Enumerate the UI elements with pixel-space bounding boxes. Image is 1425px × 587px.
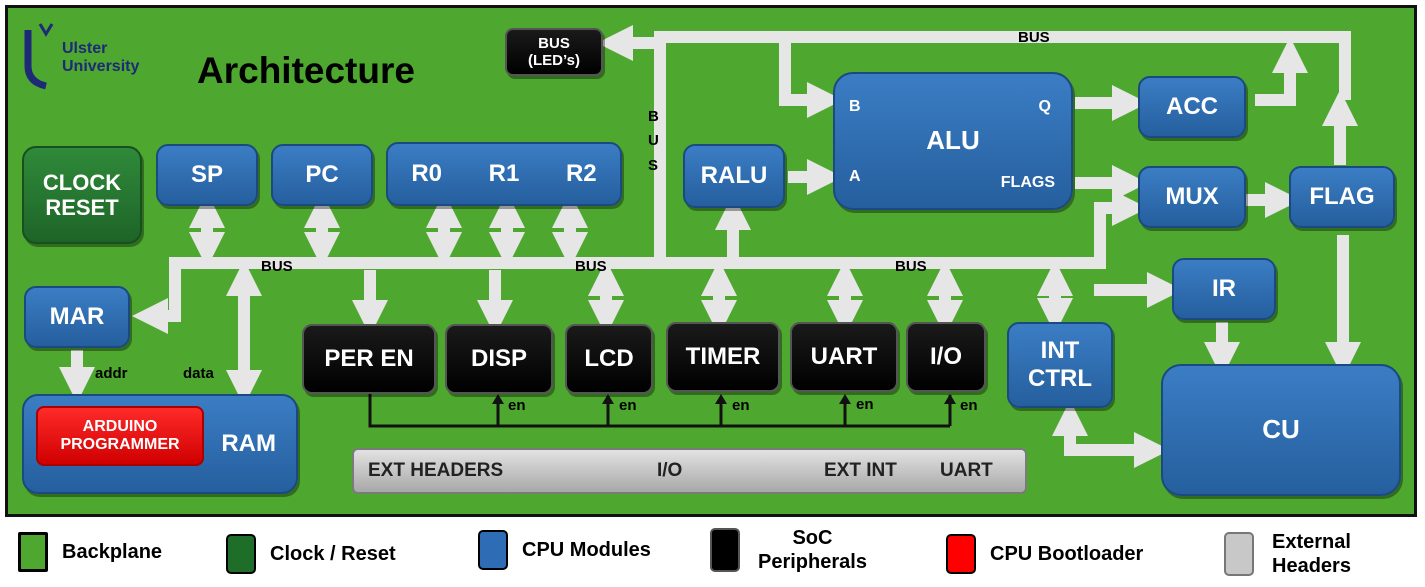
legend-soc-label2: Peripherals [758, 551, 867, 573]
io-peripheral: I/O [906, 322, 986, 392]
alu-port-q: Q [1038, 98, 1051, 115]
per-en-peripheral: PER EN [302, 324, 436, 394]
disp-peripheral: DISP [445, 324, 553, 394]
timer-peripheral: TIMER [666, 322, 780, 392]
en-label-uart: en [856, 396, 874, 413]
legend-external-text: External Headers [1272, 530, 1351, 578]
bus-leds-module: BUS (LED’s) [505, 28, 603, 76]
logo-text-1: Ulster [62, 40, 108, 57]
r0-label: R0 [411, 160, 442, 188]
bus-label-top: BUS [1018, 29, 1050, 46]
general-registers: R0 R1 R2 [386, 142, 622, 206]
alu-port-b: B [849, 98, 861, 115]
legend-clock-reset: Clock / Reset [226, 534, 396, 574]
alu-port-flags: FLAGS [1000, 174, 1055, 191]
legend-cpu-modules: CPU Modules [478, 530, 651, 570]
sp-register: SP [156, 144, 258, 206]
bus-label-v-u: U [648, 132, 659, 149]
ctrl-label: CTRL [1028, 365, 1092, 392]
university-logo: Ulster University [20, 20, 150, 90]
ext-int-label: EXT INT [824, 460, 897, 482]
ram-label: RAM [221, 430, 276, 458]
legend-bootloader: CPU Bootloader [946, 534, 1143, 574]
int-ctrl-module: INT CTRL [1007, 322, 1113, 408]
bus-label-v-s: S [648, 157, 659, 174]
uart-peripheral: UART [790, 322, 898, 392]
logo-mark [24, 23, 54, 90]
external-headers: EXT HEADERS I/O EXT INT UART [352, 448, 1027, 494]
arduino-label: ARDUINO [82, 417, 158, 435]
bus-leds-line2: (LED’s) [528, 52, 580, 69]
legend-backplane: Backplane [18, 532, 162, 572]
mux-module: MUX [1138, 166, 1246, 228]
legend-soc-swatch [710, 528, 740, 572]
legend-cpu-swatch [478, 530, 508, 570]
en-label-lcd: en [619, 397, 637, 414]
legend-external-label1: External [1272, 531, 1351, 553]
logo-text-2: University [62, 58, 140, 75]
alu-module: ALU B A Q FLAGS [833, 72, 1073, 210]
alu-label: ALU [926, 125, 980, 156]
page-title: Architecture [197, 50, 415, 91]
clock-label: CLOCK [42, 169, 122, 195]
mar-register: MAR [24, 286, 130, 348]
lcd-peripheral: LCD [565, 324, 653, 394]
data-label: data [183, 365, 214, 382]
alu-port-a: A [849, 168, 861, 185]
cu-module: CU [1161, 364, 1401, 496]
legend-bootloader-swatch [946, 534, 976, 574]
r1-label: R1 [488, 160, 520, 188]
legend-soc: SoC Peripherals [710, 526, 867, 574]
addr-label: addr [95, 365, 128, 382]
acc-register: ACC [1138, 76, 1246, 138]
r2-label: R2 [565, 160, 597, 188]
legend-backplane-swatch [18, 532, 48, 572]
legend-external: External Headers [1224, 530, 1351, 578]
bus-label-v-b: B [648, 108, 659, 125]
ext-io-label: I/O [657, 460, 683, 482]
legend-external-swatch [1224, 532, 1254, 576]
arduino-programmer: ARDUINO PROGRAMMER [36, 406, 204, 466]
reset-label: RESET [45, 195, 119, 220]
legend-clock-swatch [226, 534, 256, 574]
legend-soc-text: SoC Peripherals [758, 526, 867, 574]
en-label-timer: en [732, 397, 750, 414]
legend-soc-label1: SoC [792, 527, 833, 549]
legend-cpu-label: CPU Modules [522, 539, 651, 561]
legend-external-label2: Headers [1272, 555, 1351, 577]
pc-register: PC [271, 144, 373, 206]
flag-register: FLAG [1289, 166, 1395, 228]
bus-label-left: BUS [261, 258, 293, 275]
clock-reset-module: CLOCK RESET [22, 146, 142, 244]
en-label-disp: en [508, 397, 526, 414]
legend-clock-label: Clock / Reset [270, 543, 396, 565]
legend-bootloader-label: CPU Bootloader [990, 543, 1144, 565]
ralu-register: RALU [683, 144, 785, 208]
en-label-io: en [960, 397, 978, 414]
ext-uart-label: UART [940, 460, 993, 482]
programmer-label: PROGRAMMER [60, 436, 180, 453]
ext-headers-label: EXT HEADERS [368, 460, 504, 482]
bus-leds-line1: BUS [538, 34, 570, 52]
bus-label-mid: BUS [575, 258, 607, 275]
bus-label-right: BUS [895, 258, 927, 275]
ir-register: IR [1172, 258, 1276, 320]
legend-backplane-label: Backplane [62, 541, 163, 563]
int-label: INT [1040, 337, 1080, 365]
